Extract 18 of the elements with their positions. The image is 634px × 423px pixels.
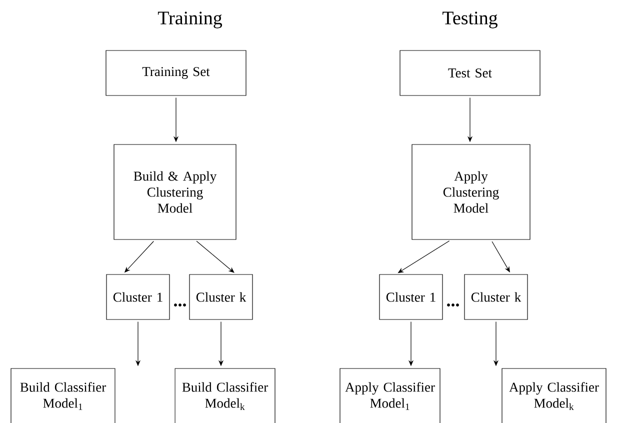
process-box: Build & Apply Clustering Model: [114, 144, 236, 240]
process-box: Apply Classifier Model$_{1}$: [340, 368, 440, 423]
process-box: Cluster k: [189, 274, 253, 320]
heading: Testing: [442, 12, 498, 28]
process-box: Apply Classifier Model$_{k}$: [502, 368, 606, 423]
ellipsis: ...: [174, 304, 186, 306]
process-box: Cluster k: [464, 274, 528, 320]
process-box: Build Classifier Model$_{k}$: [174, 368, 276, 423]
process-box: Apply Clustering Model: [412, 144, 530, 240]
heading: Training: [158, 12, 222, 28]
arrow: [492, 241, 510, 272]
process-box: Cluster 1: [379, 274, 443, 320]
ellipsis: ...: [447, 304, 459, 306]
arrow: [196, 240, 234, 273]
process-box: Test Set: [400, 50, 540, 96]
process-box: Training Set: [106, 50, 246, 96]
process-box: Cluster 1: [106, 274, 170, 320]
process-box: Build Classifier Model$_{1}$: [10, 368, 116, 423]
